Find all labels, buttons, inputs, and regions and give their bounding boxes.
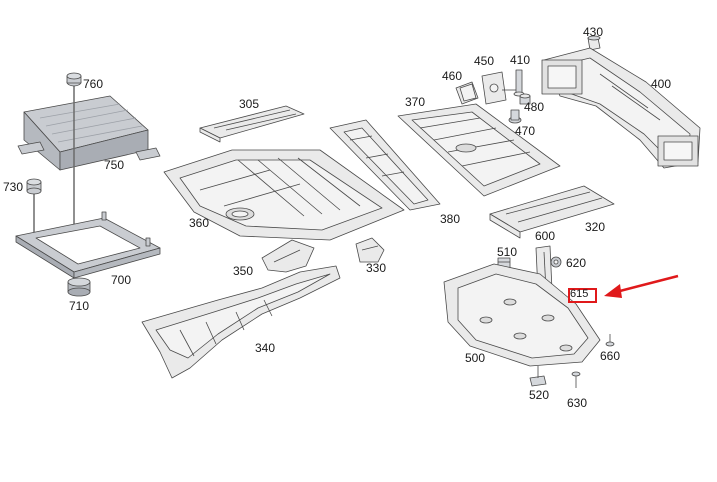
label-630: 630 bbox=[567, 396, 588, 410]
label-480: 480 bbox=[524, 100, 545, 114]
label-750: 750 bbox=[104, 158, 125, 172]
part-450-bracket bbox=[481, 71, 518, 105]
label-370: 370 bbox=[405, 95, 426, 109]
part-730-nut bbox=[26, 178, 42, 240]
part-380-crossmember bbox=[329, 119, 441, 211]
part-320-rear-panel bbox=[489, 185, 615, 239]
label-430: 430 bbox=[583, 25, 604, 39]
part-630-screw bbox=[571, 371, 581, 388]
label-320: 320 bbox=[585, 220, 606, 234]
part-660-screw bbox=[605, 334, 615, 347]
part-520-clip bbox=[529, 366, 547, 387]
label-615: 615 bbox=[570, 288, 589, 300]
label-460: 460 bbox=[442, 69, 463, 83]
label-710: 710 bbox=[69, 299, 90, 313]
label-350: 350 bbox=[233, 264, 254, 278]
part-350-bracket bbox=[261, 239, 315, 273]
part-410-stud bbox=[513, 69, 525, 97]
part-620-nut bbox=[550, 256, 562, 268]
part-305-plate bbox=[199, 105, 305, 143]
highlight-arrow bbox=[604, 274, 679, 298]
part-500-underbody-cover bbox=[443, 263, 601, 367]
label-700: 700 bbox=[111, 273, 132, 287]
part-400-reinforcement bbox=[541, 47, 701, 169]
label-660: 660 bbox=[600, 349, 621, 363]
part-360-rear-floor bbox=[163, 149, 405, 241]
part-750-tray bbox=[17, 95, 161, 171]
label-760: 760 bbox=[83, 77, 104, 91]
part-710-mount bbox=[67, 277, 91, 297]
label-730: 730 bbox=[3, 180, 24, 194]
part-700-frame bbox=[15, 211, 161, 279]
label-380: 380 bbox=[440, 212, 461, 226]
part-340-side-member bbox=[141, 265, 341, 379]
label-360: 360 bbox=[189, 216, 210, 230]
label-330: 330 bbox=[366, 261, 387, 275]
part-470-bolt bbox=[508, 109, 522, 124]
label-400: 400 bbox=[651, 77, 672, 91]
label-520: 520 bbox=[529, 388, 550, 402]
label-620: 620 bbox=[566, 256, 587, 270]
label-500: 500 bbox=[465, 351, 486, 365]
part-460-gasket bbox=[455, 81, 479, 105]
part-370-floor-panel bbox=[397, 103, 561, 197]
label-450: 450 bbox=[474, 54, 495, 68]
part-330-bracket bbox=[355, 237, 385, 263]
label-510: 510 bbox=[497, 245, 518, 259]
label-410: 410 bbox=[510, 53, 531, 67]
part-430-clip bbox=[587, 35, 601, 51]
highlight-box-615 bbox=[568, 288, 597, 303]
label-305: 305 bbox=[239, 97, 260, 111]
label-600: 600 bbox=[535, 229, 556, 243]
part-480-nut bbox=[519, 93, 531, 105]
label-340: 340 bbox=[255, 341, 276, 355]
label-470: 470 bbox=[515, 124, 536, 138]
